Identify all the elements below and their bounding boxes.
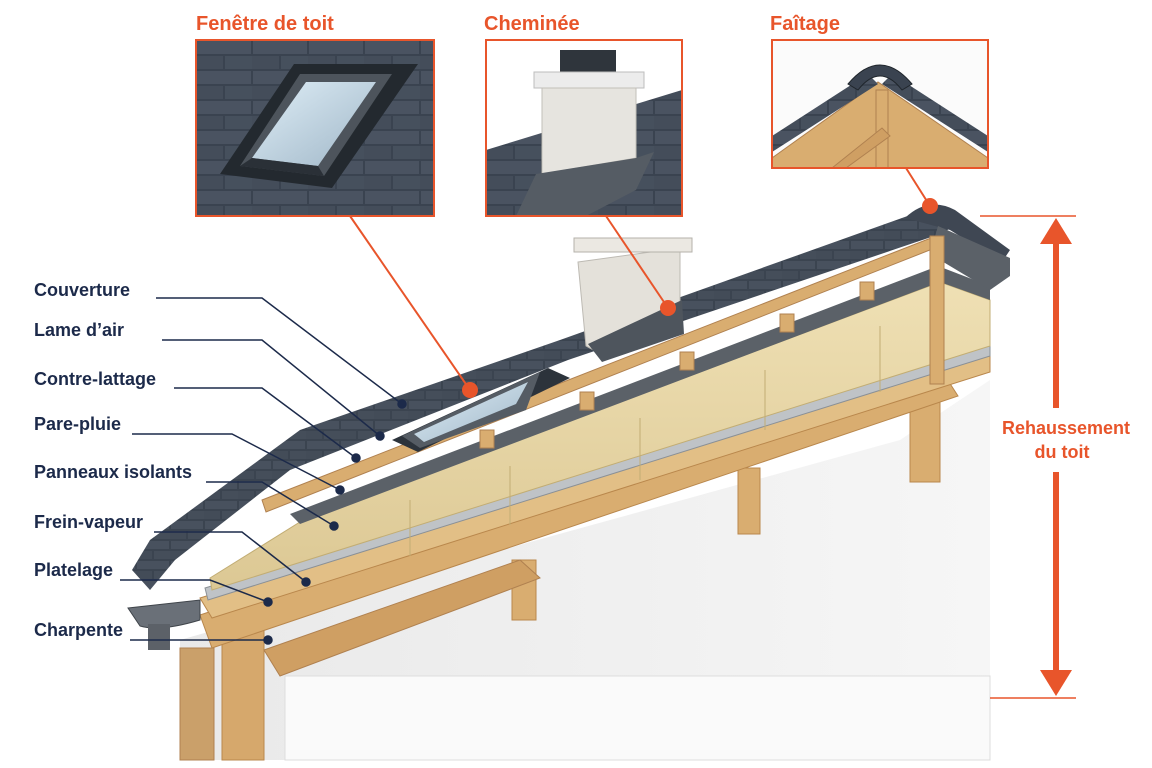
- lower-wall-band: [284, 675, 991, 761]
- chimney-inset: [485, 39, 683, 217]
- label-frein-vapeur: Frein-vapeur: [34, 512, 143, 532]
- chimney-icon: [516, 50, 654, 216]
- pare-pluie-layer: [290, 266, 990, 524]
- layer-leader-lines: [120, 297, 407, 645]
- charpente-post-2: [179, 647, 215, 761]
- label-contre-lattage: Contre-lattage: [34, 369, 156, 389]
- inset-callouts: [349, 167, 938, 398]
- main-chimney: [573, 237, 693, 362]
- gutter-icon: [127, 599, 201, 650]
- height-label-line2: du toit: [1035, 442, 1090, 462]
- label-platelage: Platelage: [34, 560, 113, 580]
- roof-window-icon: [220, 64, 418, 188]
- height-arrow: [980, 215, 1076, 699]
- chimney-inset-title: Cheminée: [484, 13, 580, 35]
- window-inset-title: Fenêtre de toit: [196, 13, 334, 35]
- ridge-inset-title: Faîtage: [770, 13, 840, 35]
- layer-labels: Couverture Lame d’air Contre-lattage Par…: [34, 280, 192, 640]
- label-couverture: Couverture: [34, 280, 130, 300]
- charpente-post-1: [221, 627, 265, 761]
- label-panneaux-isolants: Panneaux isolants: [34, 462, 192, 482]
- main-roof-window: [392, 368, 570, 452]
- couverture-tiles: [132, 208, 960, 590]
- ridge-inset: [771, 39, 989, 169]
- gable-end-right: [930, 226, 1010, 290]
- label-lame-air: Lame d’air: [34, 320, 124, 340]
- house-section: [127, 204, 1010, 761]
- charpente-strut: [263, 559, 541, 677]
- charpente-post-4: [737, 467, 761, 535]
- ridge-tile-icon: [772, 64, 988, 168]
- label-charpente: Charpente: [34, 620, 123, 640]
- gable-wall: [180, 380, 990, 760]
- window-inset: [195, 39, 435, 217]
- label-pare-pluie: Pare-pluie: [34, 414, 121, 434]
- height-label-line1: Rehaussement: [1002, 418, 1130, 438]
